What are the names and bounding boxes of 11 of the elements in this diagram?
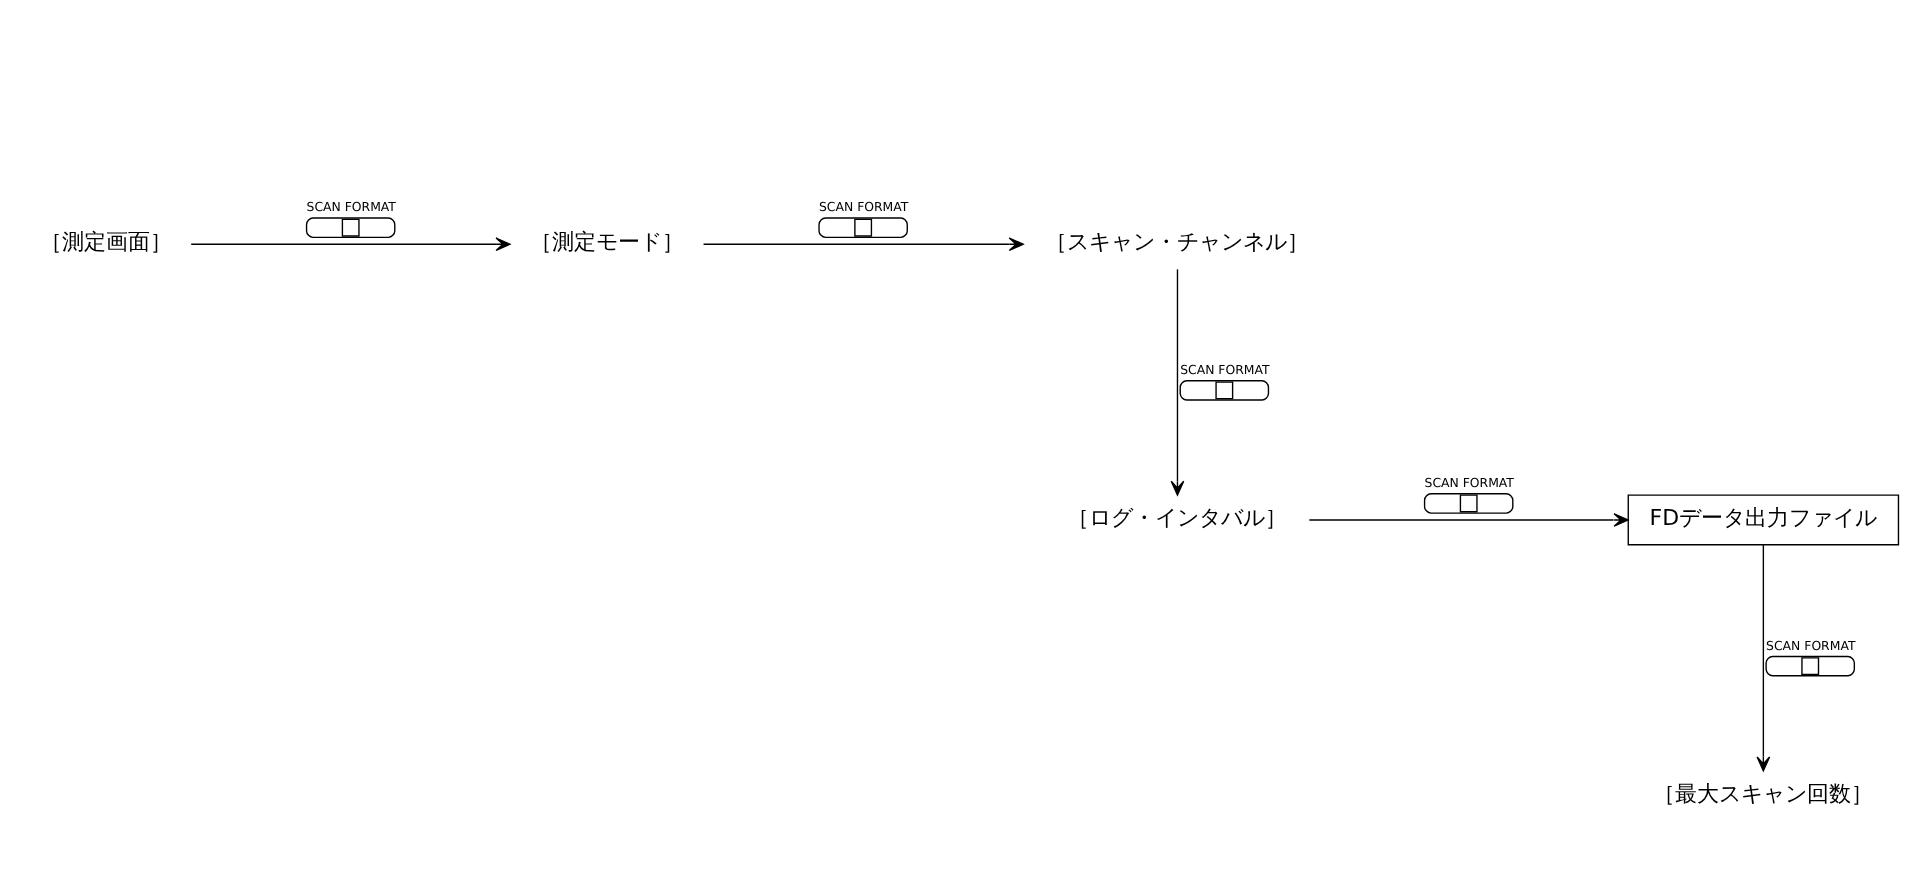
arrow — [1308, 512, 1629, 526]
node-text: ［最大スキャン回数］ — [1653, 779, 1874, 806]
node-text: ［スキャン・チャンネル］ — [1045, 228, 1310, 255]
node-text: ［測定画面］ — [40, 228, 173, 255]
arrow — [1170, 267, 1185, 495]
arrow — [702, 236, 1024, 251]
arrow — [1756, 543, 1771, 771]
node-box: FDデータ出力ファイル — [1627, 493, 1900, 545]
node-text: ［ログ・インタバル］ — [1067, 504, 1288, 531]
node-text: ［測定モード］ — [529, 228, 684, 255]
arrow — [190, 236, 511, 251]
